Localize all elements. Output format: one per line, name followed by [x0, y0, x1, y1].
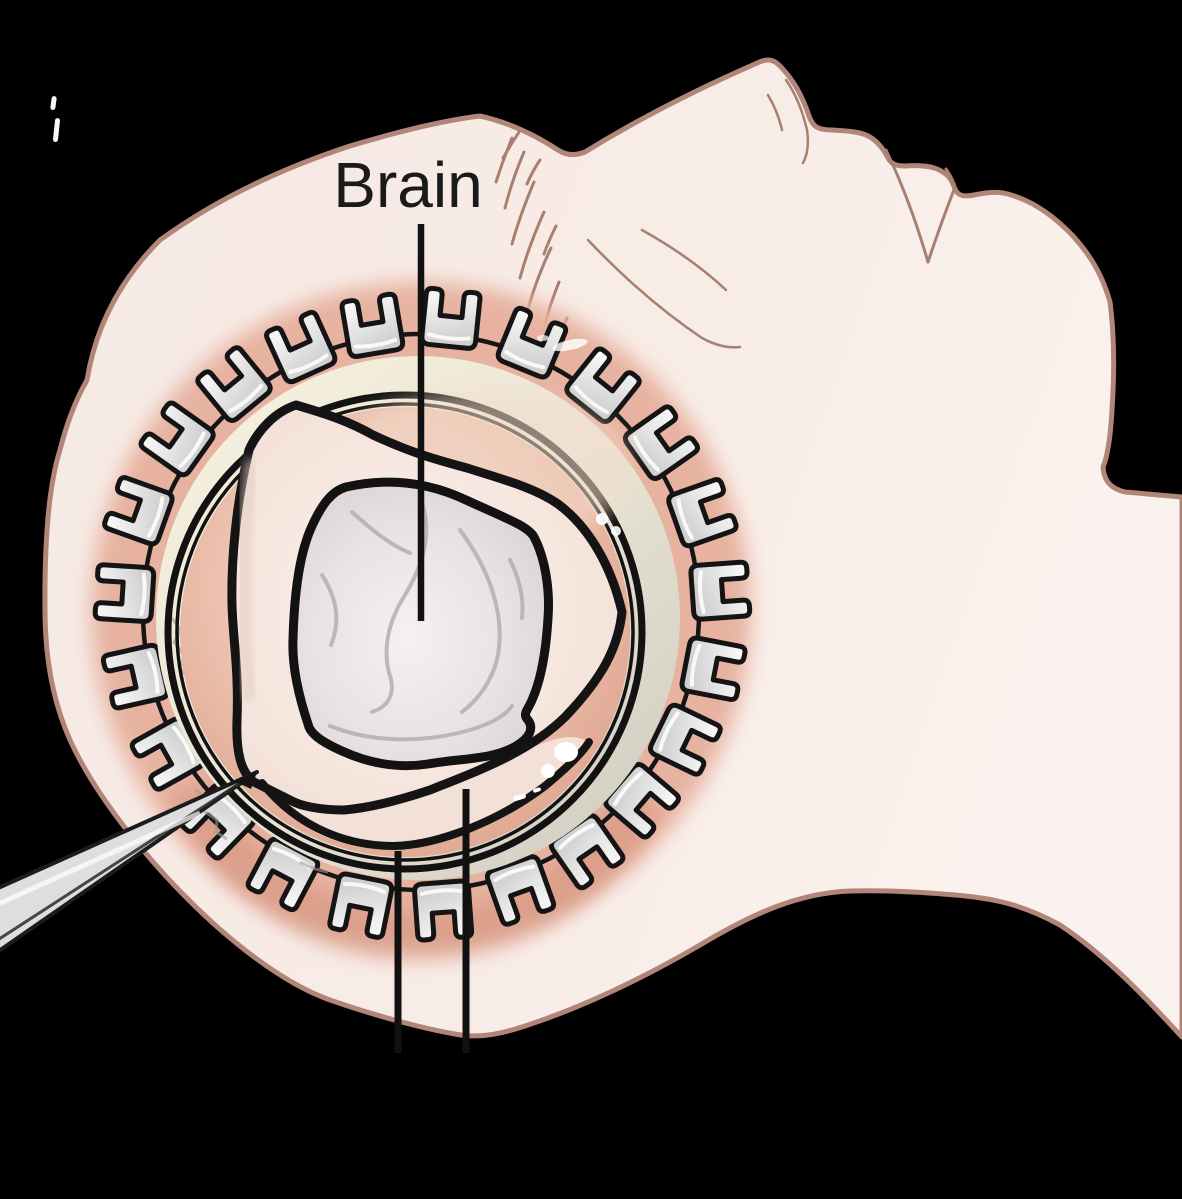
brain-sulci [320, 495, 525, 742]
bone-inner-edge-outer [164, 391, 646, 873]
lip-lines [884, 148, 957, 264]
dura-cut-edge [258, 738, 593, 851]
dural-flap-fold-fill [262, 737, 585, 846]
dural-flap-inner-shading [237, 459, 258, 701]
surgical-instrument [0, 770, 259, 953]
stray-specks [50, 96, 60, 143]
instrument-tip [234, 772, 257, 789]
brain [288, 477, 553, 771]
brain-label: Brain [333, 149, 482, 221]
eye-brow-lines [766, 78, 810, 165]
specular-glints [513, 335, 621, 802]
cheek-contour-lines [586, 228, 742, 349]
